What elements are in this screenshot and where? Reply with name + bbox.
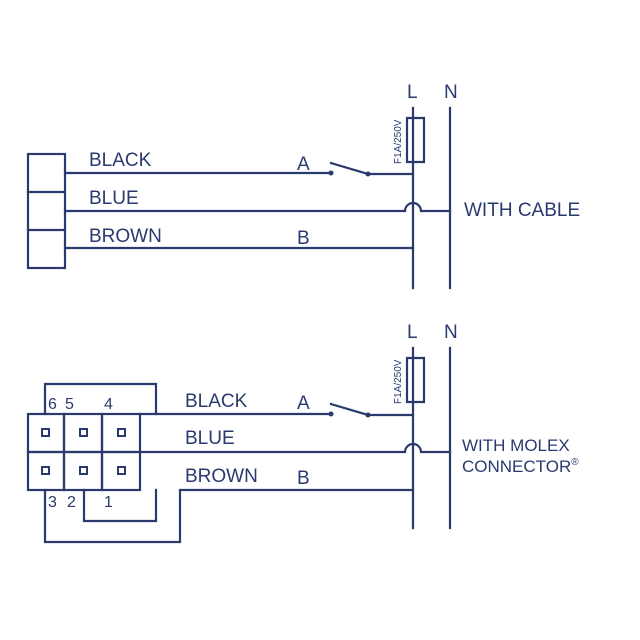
brown-wire — [43, 488, 415, 544]
point-b-label: B — [297, 468, 310, 489]
l-label: L — [407, 322, 418, 343]
switch-contact — [328, 170, 334, 176]
point-a-label: A — [297, 393, 310, 414]
fuse-symbol — [405, 116, 426, 164]
blue-label: BLUE — [89, 188, 139, 209]
black-label: BLACK — [89, 150, 152, 171]
fuse-symbol — [405, 356, 426, 404]
pin-5-label: 5 — [65, 396, 74, 413]
bridge-wire-2-1 — [82, 488, 158, 523]
black-label: BLACK — [185, 391, 248, 412]
fuse-rating: F1A/250V — [393, 119, 404, 164]
pin-4-label: 4 — [104, 396, 113, 413]
fuse-rating: F1A/250V — [393, 359, 404, 404]
n-label: N — [444, 82, 458, 103]
pin-3-label: 3 — [48, 494, 57, 511]
molex-caption-text: CONNECTOR — [462, 457, 571, 476]
terminal-block — [26, 152, 67, 270]
brown-label: BROWN — [89, 226, 162, 247]
molex-caption-line2: CONNECTOR® — [462, 457, 579, 476]
brown-label: BROWN — [185, 466, 258, 487]
cable-caption: WITH CABLE — [464, 200, 580, 221]
pin-6-label: 6 — [48, 396, 57, 413]
bridge-wire-6-4 — [43, 382, 158, 416]
l-label: L — [407, 82, 418, 103]
n-label: N — [444, 322, 458, 343]
registered-mark: ® — [571, 457, 579, 468]
molex-connector — [26, 412, 142, 492]
switch-contact — [328, 411, 334, 417]
molex-diagram: 6 5 4 3 2 1 F1A/250V BLACK BLUE BROWN A … — [26, 322, 579, 544]
point-b-label: B — [297, 228, 310, 249]
blue-label: BLUE — [185, 428, 235, 449]
point-a-label: A — [297, 154, 310, 175]
switch-lever — [329, 402, 370, 417]
switch-lever — [329, 161, 370, 176]
cable-diagram: F1A/250V BLACK BLUE BROWN A B L N WITH C… — [26, 82, 580, 290]
molex-caption-line1: WITH MOLEX — [462, 436, 570, 455]
pin-2-label: 2 — [67, 494, 76, 511]
pin-1-label: 1 — [104, 494, 113, 511]
